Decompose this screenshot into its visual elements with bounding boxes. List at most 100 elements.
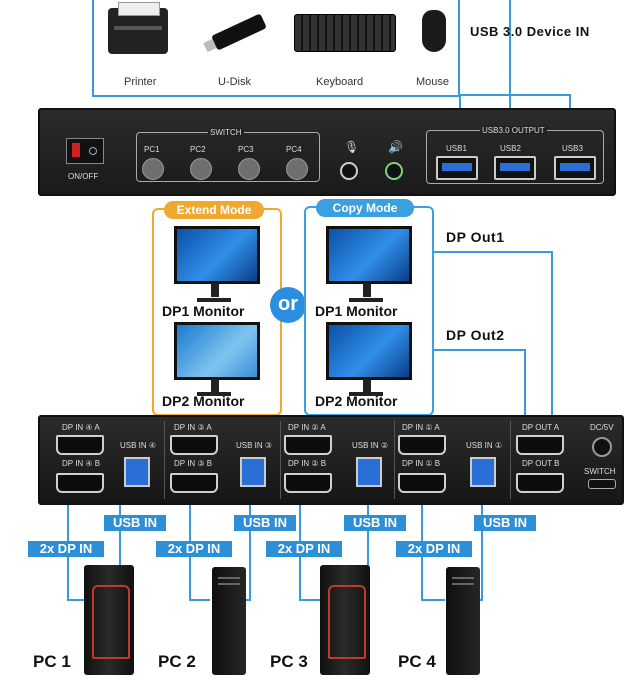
dp-in1a-port[interactable] (398, 435, 446, 455)
usb-in2-port[interactable] (356, 457, 382, 487)
dp-in1b-label: DP IN ① B (402, 459, 441, 468)
pc3-tower-icon (320, 565, 370, 675)
pc4-button-label: PC4 (286, 145, 302, 154)
dp-in1a-label: DP IN ① A (402, 423, 440, 432)
usb3-label: USB3 (562, 144, 583, 153)
dp-out-a-port[interactable] (516, 435, 564, 455)
pc4-tower-icon (446, 567, 480, 675)
printer-icon (108, 2, 168, 54)
mouse-label: Mouse (416, 76, 450, 88)
panel-divider (510, 421, 511, 499)
udisk-label: U-Disk (218, 76, 251, 88)
usb-in-label-2: USB IN (234, 515, 296, 531)
copy-dp1-monitor-icon (326, 226, 412, 297)
panel-divider (164, 421, 165, 499)
dp-in4b-port[interactable] (56, 473, 104, 493)
dp-in3b-port[interactable] (170, 473, 218, 493)
mouse-icon (422, 10, 446, 52)
pc2-label: PC 2 (158, 652, 196, 671)
pc2-tower-icon (212, 567, 246, 675)
monitor-base (197, 298, 231, 302)
panel-divider (394, 421, 395, 499)
kvm-rear-panel: DP IN ④ A DP IN ④ B USB IN ④ DP IN ③ A D… (38, 415, 624, 505)
copy-mode-tag: Copy Mode (316, 199, 414, 217)
dp-out1-label: DP Out1 (446, 229, 505, 245)
usb-output-label: USB3.0 OUTPUT (480, 126, 547, 135)
or-badge: or (270, 287, 306, 323)
extend-dp2-monitor-icon (174, 322, 260, 393)
copy-dp1-monitor-label: DP1 Monitor (315, 303, 398, 319)
usb3-port[interactable] (554, 156, 596, 180)
dp-in-label-3: 2x DP IN (266, 541, 342, 557)
usb1-port[interactable] (436, 156, 478, 180)
usb-in3-label: USB IN ③ (236, 441, 273, 450)
copy-dp2-monitor-label: DP2 Monitor (315, 393, 398, 409)
power-label: ON/OFF (68, 172, 99, 181)
extend-dp2-monitor-label: DP2 Monitor (162, 393, 245, 409)
usb-in2-label: USB IN ② (352, 441, 389, 450)
dp-in-label-2: 2x DP IN (156, 541, 232, 557)
usb-in1-label: USB IN ① (466, 441, 503, 450)
microphone-icon: 🎙 (344, 140, 360, 154)
pc2-button-label: PC2 (190, 145, 206, 154)
usb-in-label-3: USB IN (344, 515, 406, 531)
pc3-button[interactable] (238, 158, 260, 180)
pc4-label: PC 4 (398, 652, 436, 671)
pc4-button[interactable] (286, 158, 308, 180)
extend-dp1-monitor-label: DP1 Monitor (162, 303, 245, 319)
dc-jack[interactable] (592, 437, 612, 457)
dp-in1b-port[interactable] (398, 473, 446, 493)
pc1-button[interactable] (142, 158, 164, 180)
pc1-tower-icon (84, 565, 134, 675)
keyboard-icon (294, 14, 396, 52)
usb-in3-port[interactable] (240, 457, 266, 487)
usb-in1-port[interactable] (470, 457, 496, 487)
usb-in-label-4: USB IN (474, 515, 536, 531)
dp-in-label-1: 2x DP IN (28, 541, 104, 557)
rear-switch-label: SWITCH (584, 467, 616, 476)
panel-divider (280, 421, 281, 499)
power-switch[interactable] (66, 138, 104, 164)
dp-in2a-label: DP IN ② A (288, 423, 326, 432)
usb-device-in-label: USB 3.0 Device IN (470, 24, 590, 39)
dp-out-a-label: DP OUT A (522, 423, 560, 432)
dp-in2a-port[interactable] (284, 435, 332, 455)
dp-in4b-label: DP IN ④ B (62, 459, 101, 468)
printer-label: Printer (124, 76, 157, 88)
dp-in3a-label: DP IN ③ A (174, 423, 212, 432)
udisk-icon (203, 13, 267, 53)
dp-in3a-port[interactable] (170, 435, 218, 455)
dp-in2b-label: DP IN ② B (288, 459, 327, 468)
pc1-button-label: PC1 (144, 145, 160, 154)
pc3-label: PC 3 (270, 652, 308, 671)
usb1-label: USB1 (446, 144, 467, 153)
dp-in3b-label: DP IN ③ B (174, 459, 213, 468)
usb-in-label-1: USB IN (104, 515, 166, 531)
extend-mode-tag: Extend Mode (164, 201, 264, 219)
dc-label: DC/5V (590, 423, 614, 432)
dp-out2-label: DP Out2 (446, 327, 505, 343)
kvm-front-panel: ON/OFF SWITCH PC1 PC2 PC3 PC4 🎙 🔊 USB3.0… (38, 108, 616, 196)
dp-out-b-port[interactable] (516, 473, 564, 493)
peripherals-box: Printer U-Disk Keyboard Mouse (92, 0, 460, 97)
keyboard-label: Keyboard (316, 76, 364, 88)
copy-dp2-monitor-icon (326, 322, 412, 393)
switch-label: SWITCH (208, 128, 244, 137)
usb-in4-label: USB IN ④ (120, 441, 157, 450)
pc2-button[interactable] (190, 158, 212, 180)
dp-in-label-4: 2x DP IN (396, 541, 472, 557)
usb2-port[interactable] (494, 156, 536, 180)
monitor-base (349, 298, 383, 302)
speaker-icon: 🔊 (388, 140, 403, 154)
pc3-button-label: PC3 (238, 145, 254, 154)
rear-switch-port[interactable] (588, 479, 616, 489)
extend-dp1-monitor-icon (174, 226, 260, 297)
usb2-label: USB2 (500, 144, 521, 153)
pc1-label: PC 1 (33, 652, 71, 671)
usb-in4-port[interactable] (124, 457, 150, 487)
dp-in4a-label: DP IN ④ A (62, 423, 100, 432)
dp-in4a-port[interactable] (56, 435, 104, 455)
mic-jack[interactable] (340, 162, 358, 180)
audio-jack[interactable] (385, 162, 403, 180)
dp-in2b-port[interactable] (284, 473, 332, 493)
